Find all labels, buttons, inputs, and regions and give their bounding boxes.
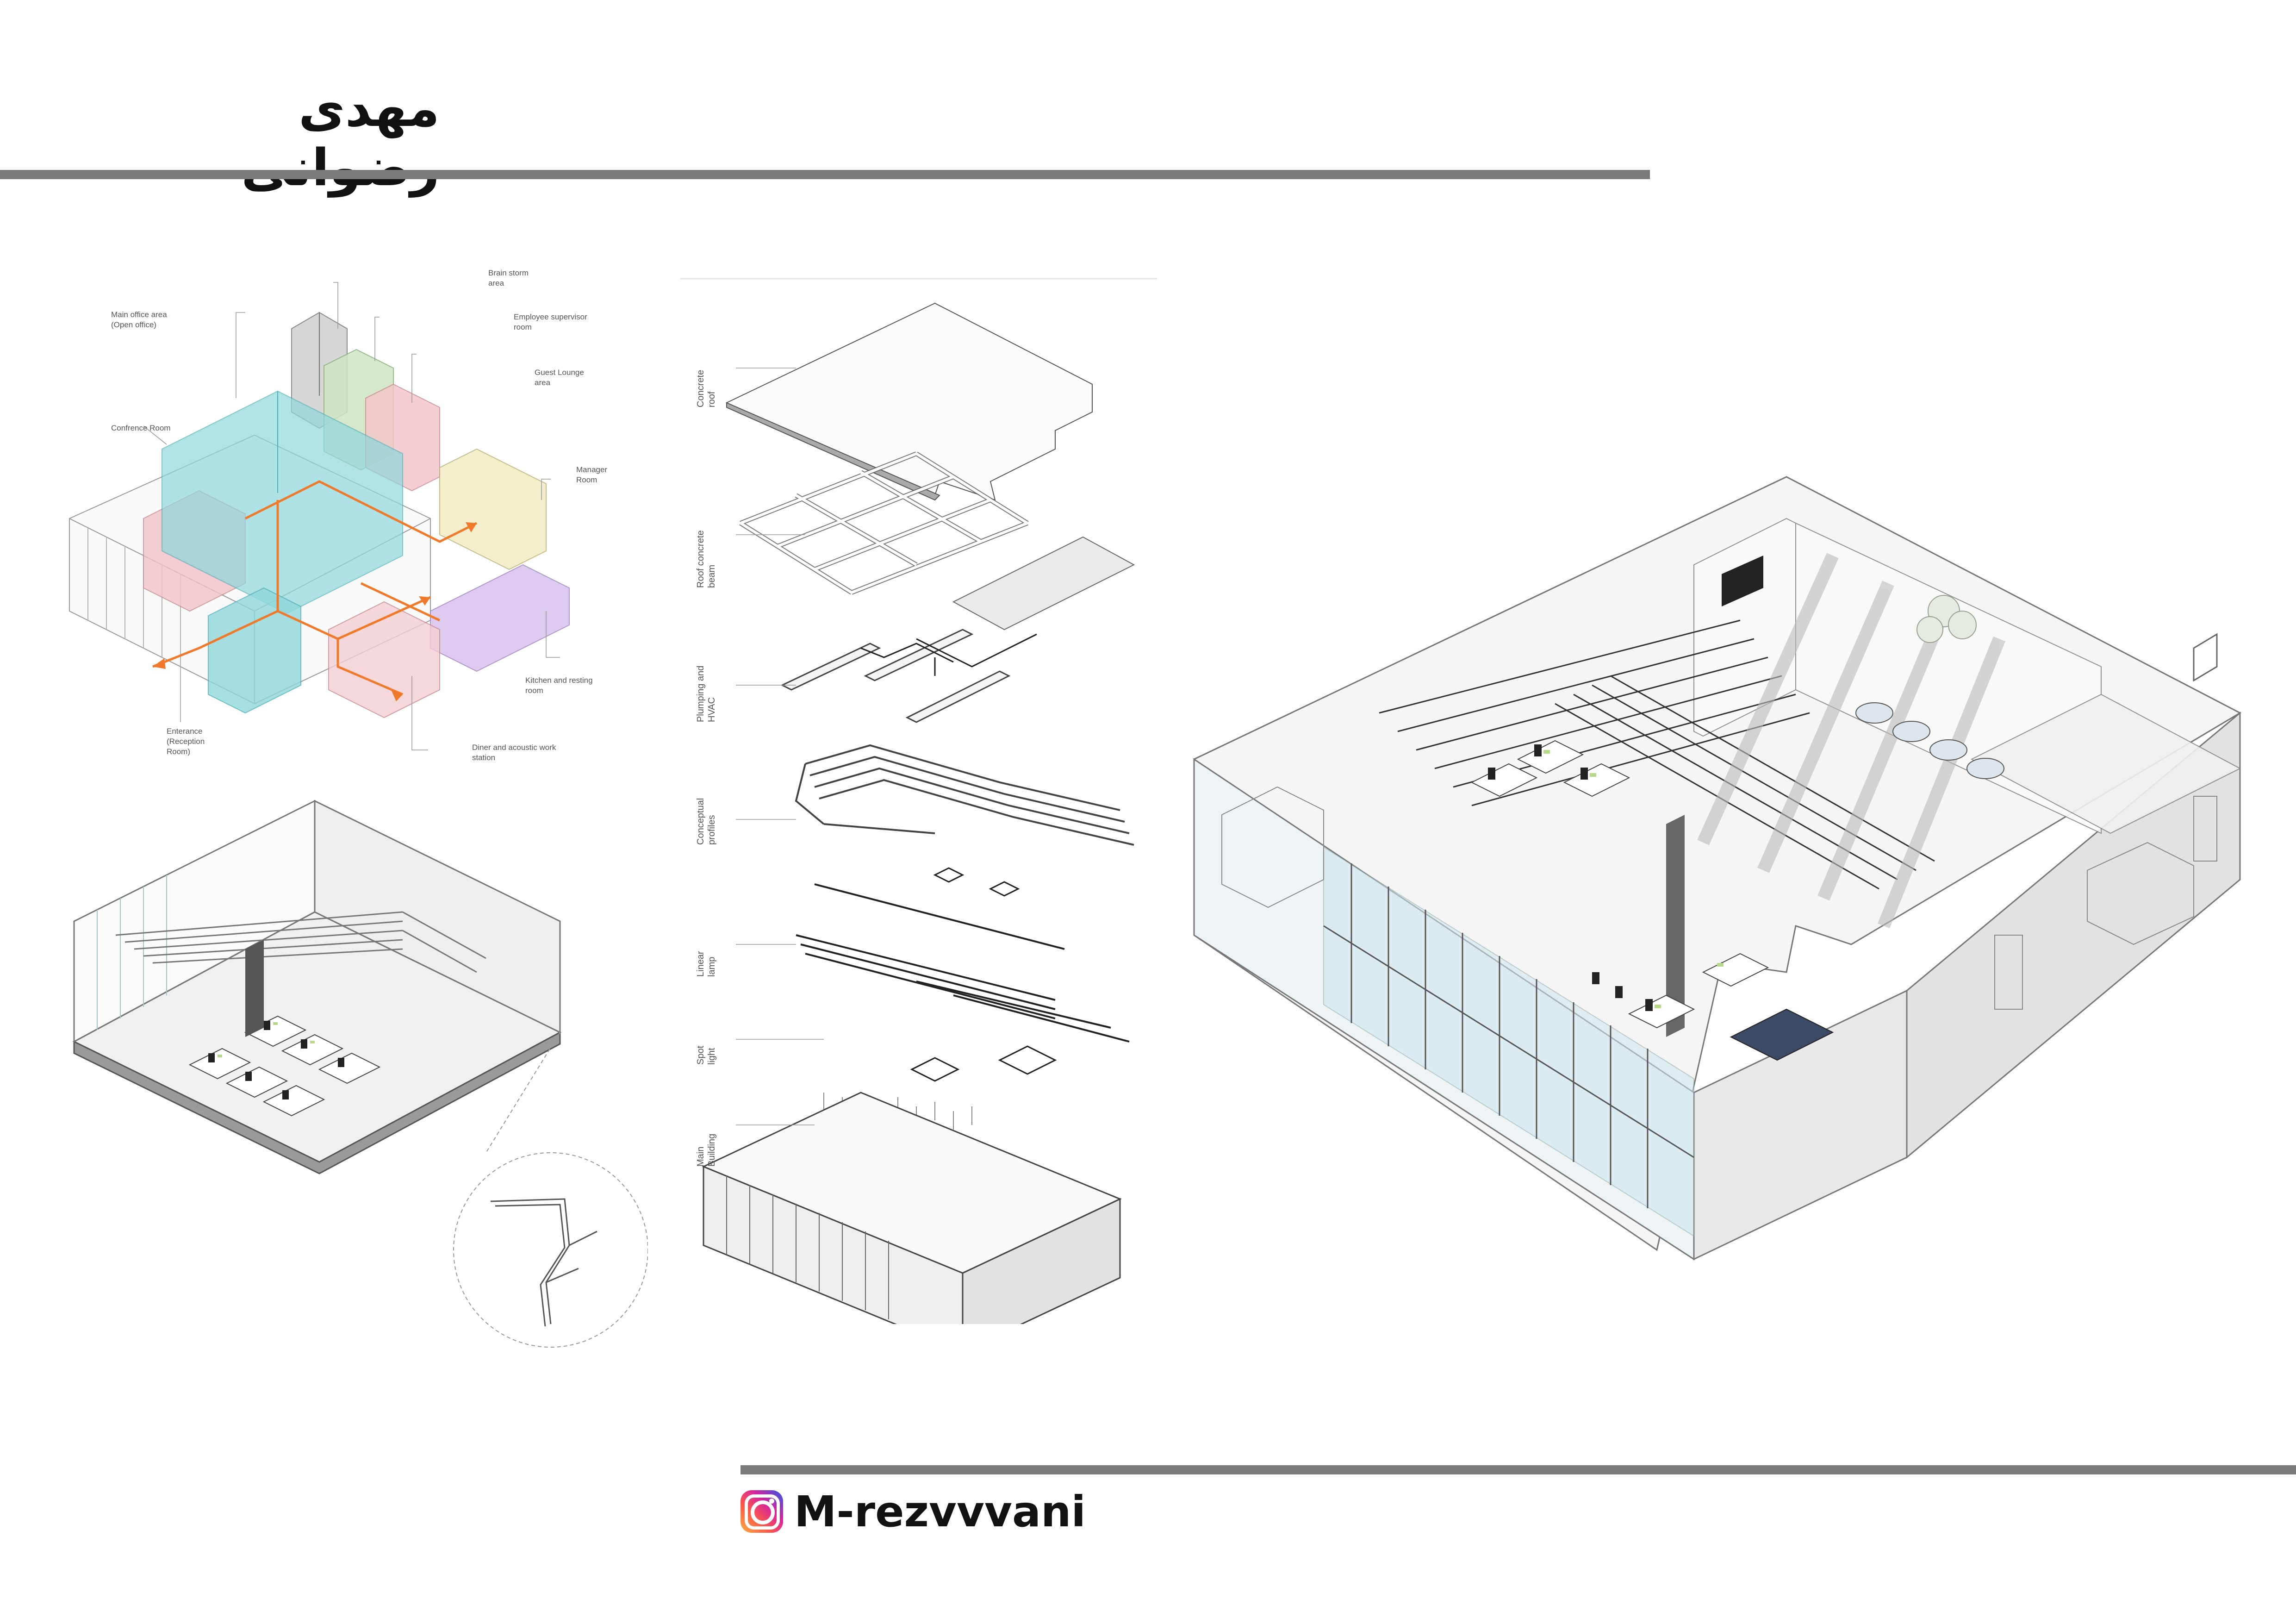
building-axonometric-render bbox=[1193, 476, 2242, 1261]
bottom-divider bbox=[740, 1465, 2296, 1474]
instagram-icon bbox=[740, 1490, 783, 1533]
top-divider bbox=[0, 170, 1650, 179]
page-title: مهدی رضوانی bbox=[241, 79, 440, 197]
instagram-handle[interactable]: M-rezvvvani bbox=[794, 1487, 1086, 1537]
office-interior-axonometric bbox=[72, 800, 648, 1348]
footer: M-rezvvvani bbox=[740, 1484, 1086, 1539]
label-conference: Confrence Room bbox=[111, 424, 171, 432]
label-main-office: Main office area(Open office) bbox=[111, 310, 167, 329]
